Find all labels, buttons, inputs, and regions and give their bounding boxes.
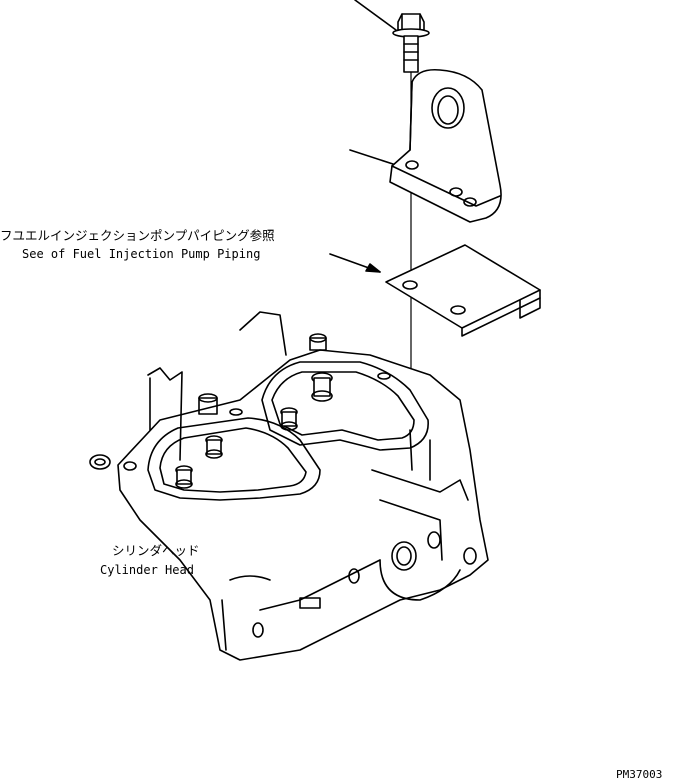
fuel-pipe-ref-en: See of Fuel Injection Pump Piping [22, 247, 260, 261]
leader-lines [329, 0, 397, 273]
upper-bracket [389, 68, 502, 223]
fuel-pipe-ref-jp: フユエルインジェクションポンプパイピング参照 [0, 228, 275, 243]
drawing-code: PM37003 [616, 768, 662, 781]
lower-bracket [385, 244, 541, 337]
cylinder-head-jp: シリンダヘッド [112, 543, 200, 558]
cylinder-head-en: Cylinder Head [100, 563, 194, 577]
callout-cylinder-head: シリンダヘッド Cylinder Head [100, 543, 200, 577]
cylinder-head [89, 311, 489, 661]
callout-fuel-pipe: フユエルインジェクションポンプパイピング参照 See of Fuel Injec… [0, 228, 275, 261]
